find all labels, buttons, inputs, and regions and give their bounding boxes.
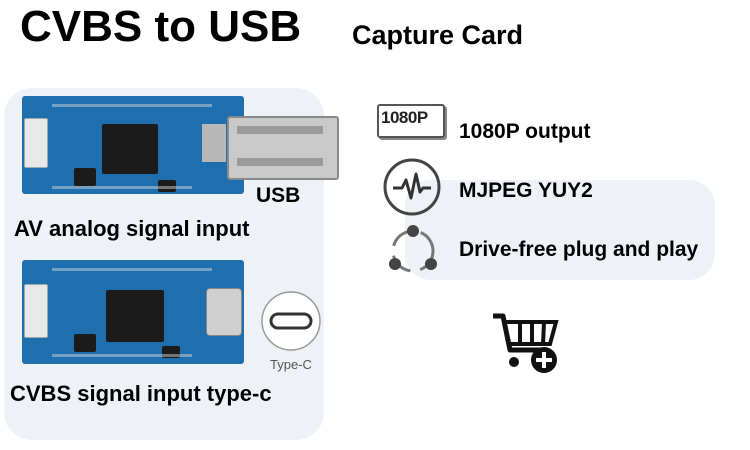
1080p-badge-icon: 1080P (377, 104, 447, 140)
feature-drive-free-text: Drive-free plug and play (459, 238, 699, 261)
av-input-label: AV analog signal input (14, 216, 250, 241)
page-title: CVBS to USB (20, 2, 302, 51)
1080p-badge-text: 1080P (381, 108, 428, 127)
cart-add-icon[interactable] (490, 310, 562, 376)
feature-1080p-text: 1080P output (459, 120, 591, 143)
typec-port-icon (260, 290, 322, 352)
usb-label: USB (256, 184, 301, 207)
feature-highlight-panel (405, 180, 715, 280)
feature-mjpeg-text: MJPEG YUY2 (459, 179, 593, 202)
usb-capture-board-image (22, 96, 342, 196)
typec-label: Type-C (270, 357, 312, 372)
page-subtitle: Capture Card (352, 20, 524, 50)
typec-capture-board-image (22, 260, 252, 370)
share-nodes-icon (384, 222, 442, 280)
waveform-icon (381, 156, 443, 218)
cvbs-typec-label: CVBS signal input type-c (10, 381, 272, 406)
